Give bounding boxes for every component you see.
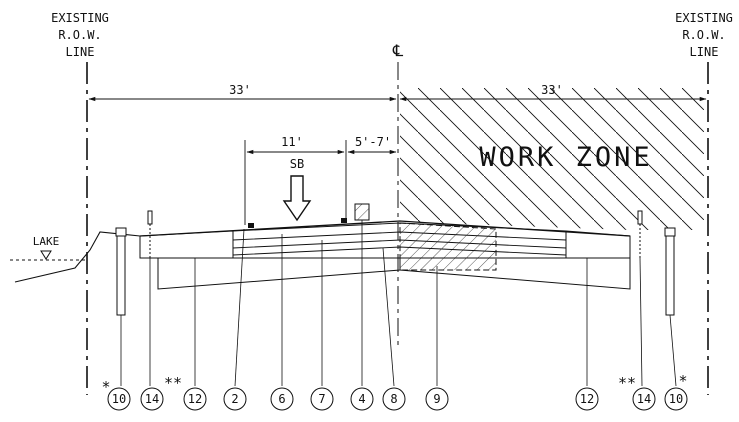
post-right — [665, 235, 675, 316]
delineator-right-icon — [637, 210, 643, 258]
callout-12-right: 12 — [575, 387, 599, 411]
dim-shoulder-width: 5'-7' — [355, 135, 391, 149]
callout-label: 4 — [358, 392, 365, 406]
pavement-marker-left — [248, 223, 254, 228]
callout-label: 8 — [390, 392, 397, 406]
pavement-marker-right — [341, 218, 347, 223]
base-course-left — [157, 257, 401, 290]
footnote-mark-left-10: * — [101, 378, 110, 396]
row-label-right-line1: EXISTING — [675, 11, 733, 25]
callout-8: 8 — [382, 387, 406, 411]
direction-label: SB — [290, 157, 304, 171]
row-label-left-line2: R.O.W. — [58, 28, 101, 42]
dim-lane-width: 11' — [281, 135, 303, 149]
work-zone-label: WORK ZONE — [479, 142, 652, 173]
callout-label: 14 — [637, 392, 651, 406]
row-label-left-line1: EXISTING — [51, 11, 109, 25]
callout-14-right: 14 — [632, 387, 656, 411]
row-label-right-line2: R.O.W. — [682, 28, 725, 42]
callout-14-left: 14 — [140, 387, 164, 411]
centerline-symbol: ℄ — [392, 41, 404, 60]
row-label-right-line3: LINE — [690, 45, 719, 59]
callout-12-left: 12 — [183, 387, 207, 411]
callout-label: 14 — [145, 392, 159, 406]
callout-label: 6 — [278, 392, 285, 406]
callout-label: 9 — [433, 392, 440, 406]
shoulder-slab-left — [139, 230, 234, 259]
work-zone-hatch — [400, 88, 704, 230]
post-cap-left — [115, 227, 127, 237]
post-cap-right — [664, 227, 676, 237]
water-level-icon — [40, 250, 52, 260]
callout-group: 10 14 12 2 6 7 4 8 — [107, 387, 688, 411]
callout-label: 12 — [580, 392, 594, 406]
callout-7: 7 — [310, 387, 334, 411]
callout-6: 6 — [270, 387, 294, 411]
row-label-right: EXISTING R.O.W. LINE — [675, 11, 733, 59]
footnote-mark-right-10: * — [678, 372, 687, 390]
post-left — [116, 235, 126, 316]
callout-label: 2 — [231, 392, 238, 406]
southbound-arrow-icon — [282, 175, 312, 222]
callout-10-left: 10 — [107, 387, 131, 411]
callout-leaders — [120, 220, 677, 387]
row-label-left-line3: LINE — [66, 45, 95, 59]
footnote-mark-left-14: ** — [164, 374, 182, 392]
footnote-mark-right-14: ** — [618, 374, 636, 392]
dim-left-width: 33' — [229, 83, 251, 97]
lake-label: LAKE — [33, 235, 60, 248]
callout-10-right: 10 — [664, 387, 688, 411]
callout-4: 4 — [350, 387, 374, 411]
callout-9: 9 — [425, 387, 449, 411]
callout-label: 10 — [669, 392, 683, 406]
callout-2: 2 — [223, 387, 247, 411]
callout-label: 7 — [318, 392, 325, 406]
work-zone-pavement-hatch — [399, 222, 497, 271]
callout-label: 12 — [188, 392, 202, 406]
dim-right-width: 33' — [541, 83, 563, 97]
embankment-slope — [14, 231, 141, 283]
barrier-hatch — [355, 204, 369, 220]
shoulder-slab-right — [565, 230, 631, 259]
callout-label: 10 — [112, 392, 126, 406]
row-label-left: EXISTING R.O.W. LINE — [51, 11, 109, 59]
delineator-left-icon — [147, 210, 153, 258]
